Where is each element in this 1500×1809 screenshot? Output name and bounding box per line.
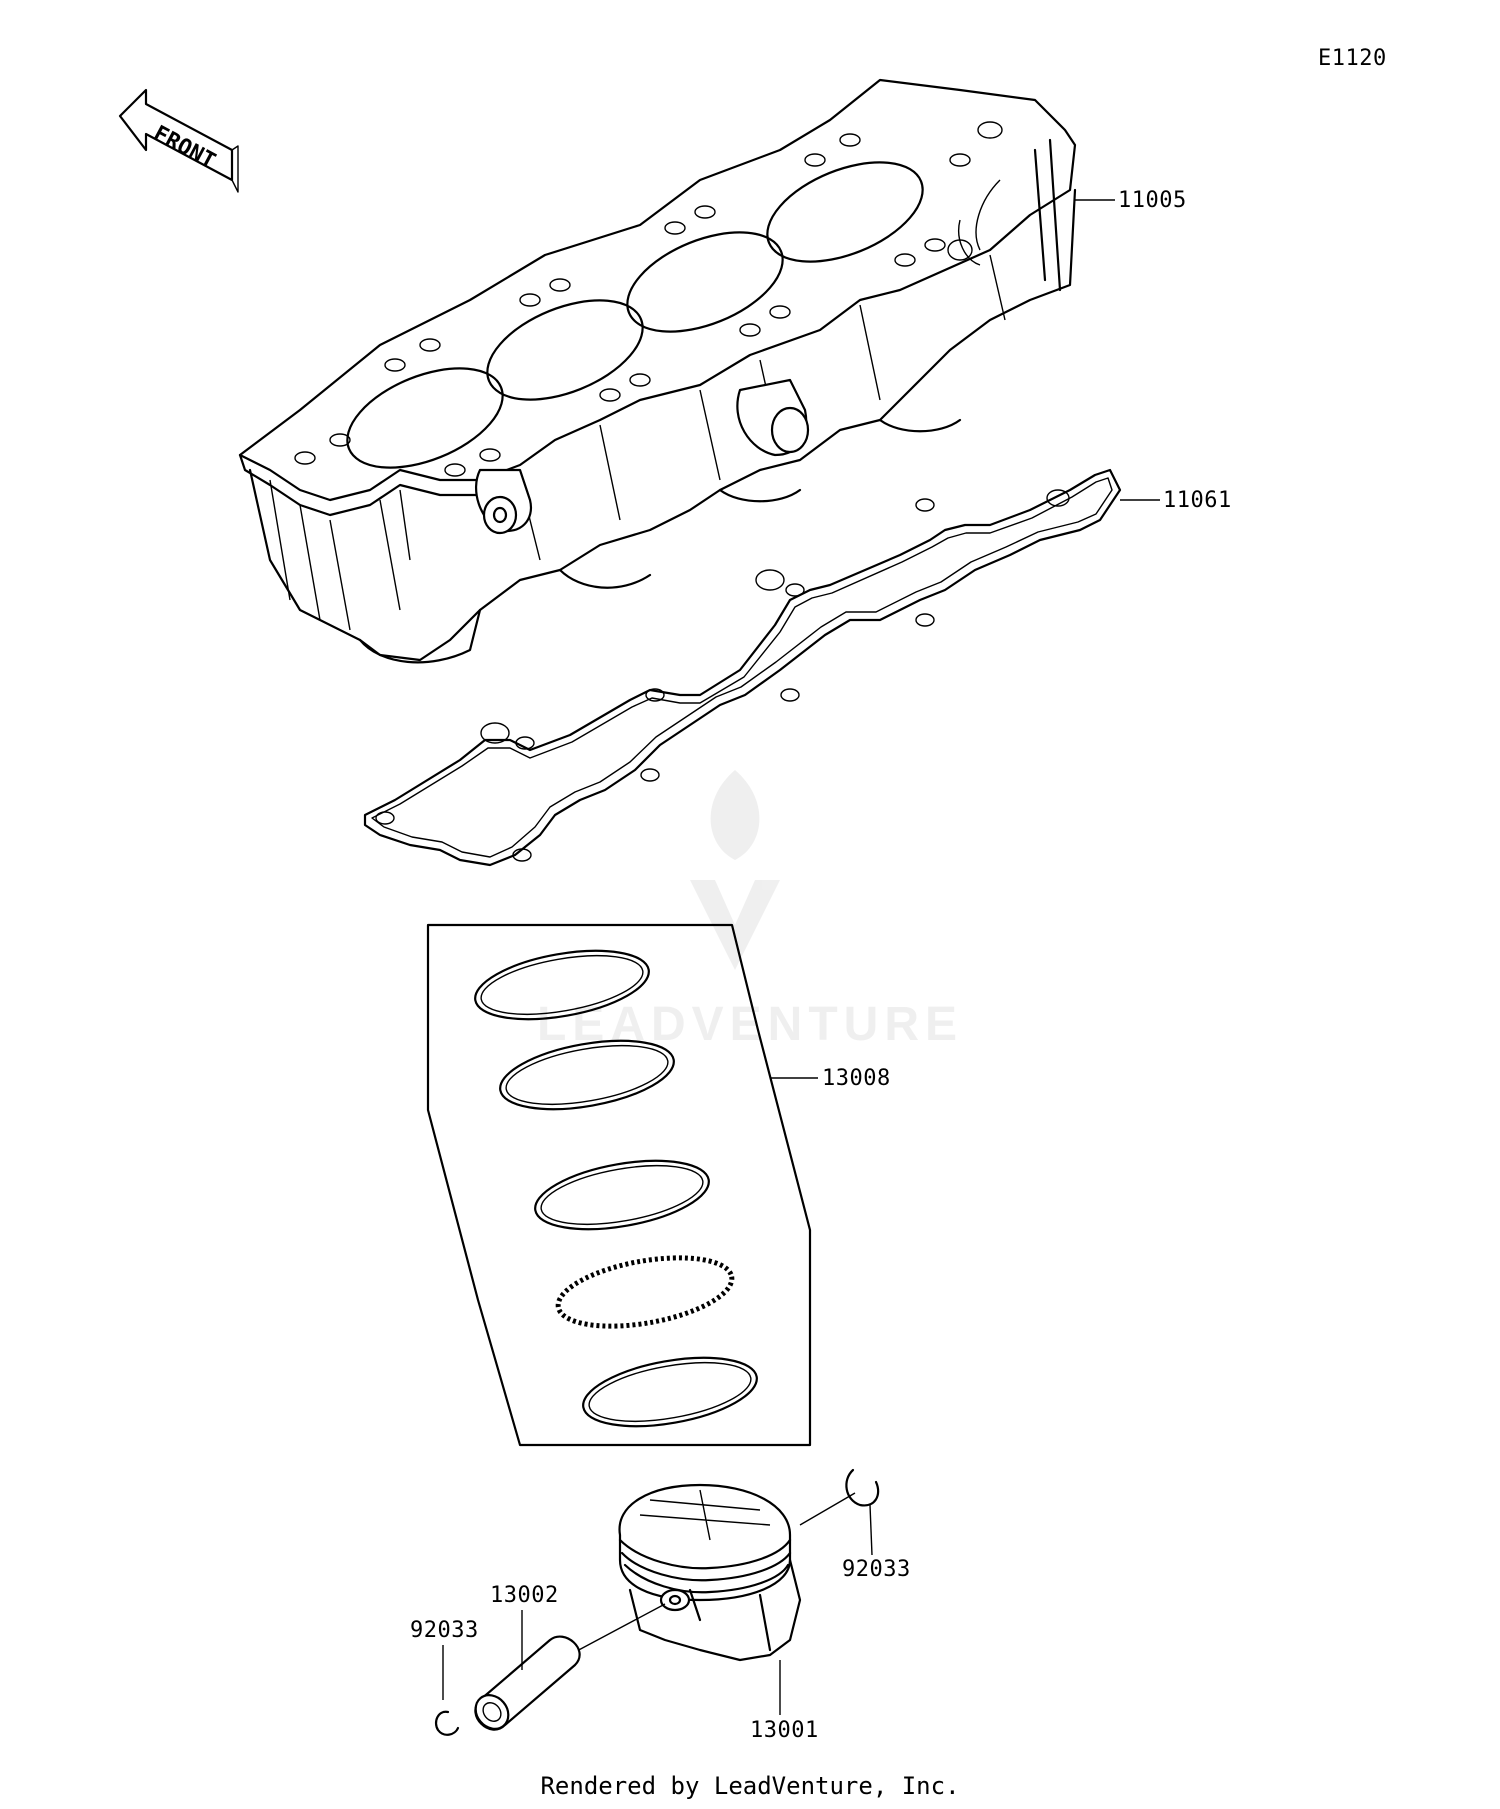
circlip-axis-line [799, 1492, 856, 1526]
cylinder-block [238, 78, 1077, 664]
watermark-text: LEADVENTURE [537, 998, 963, 1051]
piston-pin [474, 1635, 581, 1731]
part-number-92033-left[interactable]: 92033 [410, 1618, 479, 1643]
circlip-left [434, 1710, 460, 1736]
footer-credit: Rendered by LeadVenture, Inc. [540, 1772, 960, 1800]
diagram-code: E1120 [1318, 46, 1387, 71]
front-arrow-icon: FRONT [118, 88, 239, 193]
piston-ring-set [426, 923, 812, 1447]
part-number-11005[interactable]: 11005 [1118, 188, 1187, 213]
piston [618, 1483, 802, 1662]
leader-92033-right [869, 1504, 873, 1556]
leadventure-watermark: LEADVENTURE [537, 770, 963, 1051]
part-number-13002[interactable]: 13002 [490, 1583, 559, 1608]
cylinder-base-gasket [363, 468, 1122, 867]
front-label: FRONT [149, 121, 219, 174]
part-number-13001[interactable]: 13001 [750, 1718, 819, 1743]
part-number-13008[interactable]: 13008 [822, 1066, 891, 1091]
part-number-92033-right[interactable]: 92033 [842, 1557, 911, 1582]
circlip-right [845, 1468, 880, 1507]
part-number-11061[interactable]: 11061 [1163, 488, 1232, 513]
